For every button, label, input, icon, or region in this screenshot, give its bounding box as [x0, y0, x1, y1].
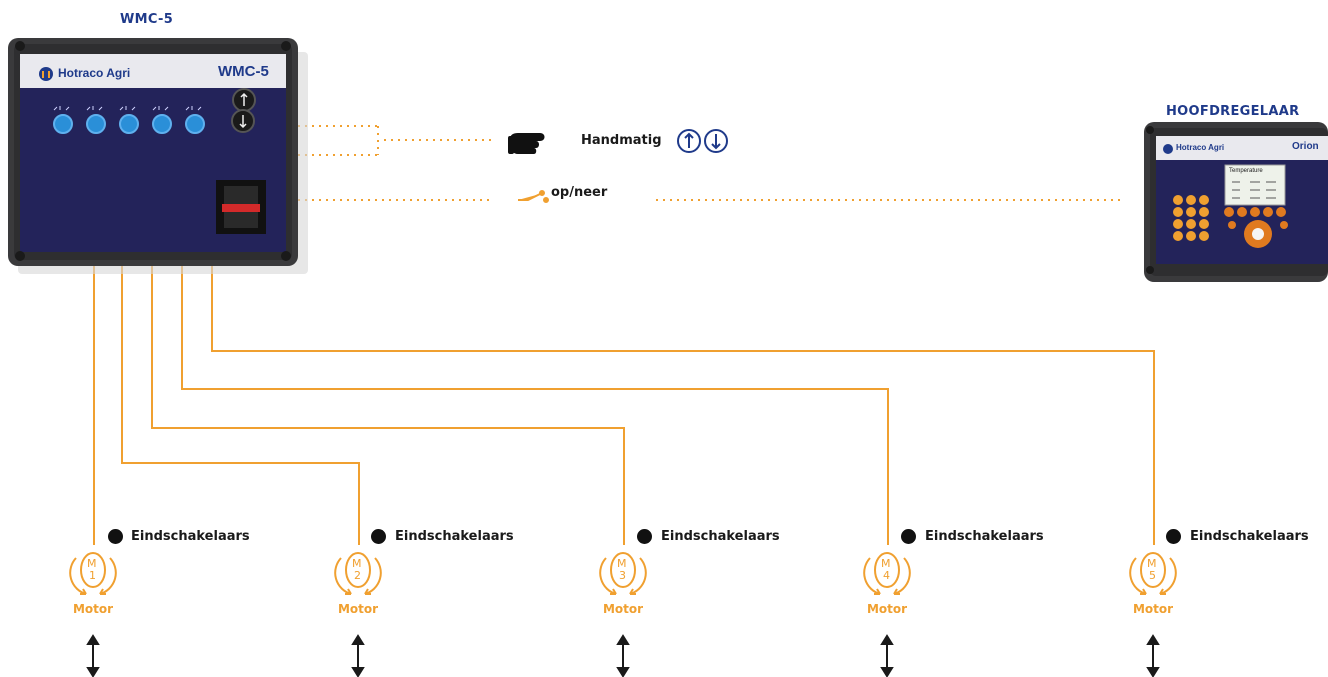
motor-5-number: 5 [1149, 569, 1156, 582]
motor-4-label: Motor [866, 602, 908, 616]
orion-device [1144, 122, 1328, 282]
main-switch [216, 180, 266, 234]
limit-switch-2-dot [371, 529, 386, 544]
motor-3-number: 3 [619, 569, 626, 582]
motor-4-symbol [863, 552, 911, 595]
motor-2-m: M [352, 557, 362, 570]
motor-2-label: Motor [337, 602, 379, 616]
orion-logo-icon [1163, 144, 1173, 154]
motor-3-label: Motor [602, 602, 644, 616]
motor-1-m: M [87, 557, 97, 570]
motor-5-symbol [1129, 552, 1177, 595]
motor-1-symbol [69, 552, 117, 595]
motor-5-m: M [1147, 557, 1157, 570]
orion-model: Orion [1292, 141, 1319, 152]
wmc-brand: Hotraco Agri [58, 66, 131, 80]
pointing-hand-icon [508, 133, 545, 154]
wire-motor-3 [151, 265, 625, 545]
manual-label: Handmatig [581, 133, 662, 148]
motor-2-symbol [334, 552, 382, 595]
motor-5-label: Motor [1132, 602, 1174, 616]
wire-motor-2 [121, 265, 360, 545]
motor-3-m: M [617, 557, 627, 570]
switch-label: op/neer [551, 185, 608, 200]
motor-1-number: 1 [89, 569, 96, 582]
dotted-lines [214, 125, 1124, 201]
hotraco-logo-icon [39, 67, 53, 81]
arrow-down-circle-icon [704, 129, 728, 153]
arrow-up-circle-icon [677, 129, 701, 153]
orion-screen-heading: Temperature [1229, 168, 1263, 174]
orion-brand: Hotraco Agri [1176, 143, 1225, 152]
limit-switch-5-label: Eindschakelaars [1190, 529, 1309, 544]
orion-function-keys [1224, 207, 1288, 229]
motor-4-m: M [881, 557, 891, 570]
wmc-model: WMC-5 [218, 63, 269, 80]
controller-title: HOOFDREGELAAR [1166, 104, 1300, 119]
limit-switch-5-dot [1166, 529, 1181, 544]
wire-motor-4 [181, 265, 889, 545]
limit-switch-3-label: Eindschakelaars [661, 529, 780, 544]
wire-motor-5 [211, 232, 1155, 545]
motor-symbols [69, 552, 1177, 595]
motor-1-label: Motor [72, 602, 114, 616]
limit-switch-2-label: Eindschakelaars [395, 529, 514, 544]
motor-4-number: 4 [883, 569, 890, 582]
limit-switch-4-dot [901, 529, 916, 544]
limit-switch-1-dot [108, 529, 123, 544]
limit-switch-3-dot [637, 529, 652, 544]
wmc-title: WMC-5 [120, 12, 174, 27]
motor-3-symbol [599, 552, 647, 595]
motor-wires [93, 232, 1155, 545]
wmc-device [8, 38, 308, 274]
movement-arrows [86, 634, 1160, 677]
switch-icon [518, 190, 549, 203]
orion-keypad [1173, 195, 1209, 241]
selector-knobs [53, 106, 205, 134]
motor-2-number: 2 [354, 569, 361, 582]
limit-switch-4-label: Eindschakelaars [925, 529, 1044, 544]
limit-switch-1-label: Eindschakelaars [131, 529, 250, 544]
